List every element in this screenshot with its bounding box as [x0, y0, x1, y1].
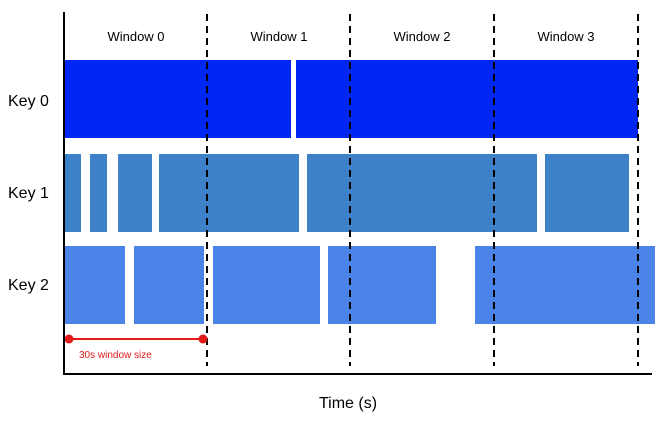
key-label-1: Key 1	[8, 185, 49, 202]
key-label-2: Key 2	[8, 277, 49, 294]
window-boundaries	[206, 14, 639, 366]
key-1-events	[64, 154, 629, 232]
key-2-event	[213, 246, 320, 324]
key-2-event	[134, 246, 204, 324]
window-size-start-dot	[64, 334, 74, 344]
window-size-end-dot	[198, 334, 208, 344]
key-0-event	[296, 60, 638, 138]
key-0-events	[64, 60, 638, 138]
x-axis-title: Time (s)	[319, 395, 377, 412]
key-1-event	[118, 154, 152, 232]
key-2-event	[64, 246, 125, 324]
key-1-event	[90, 154, 107, 232]
key-1-event	[307, 154, 537, 232]
window-label-3: Window 3	[537, 29, 594, 44]
window-size-indicator: 30s window size	[64, 334, 208, 361]
window-label-2: Window 2	[393, 29, 450, 44]
window-label-1: Window 1	[250, 29, 307, 44]
key-1-event	[545, 154, 629, 232]
key-1-event	[64, 154, 81, 232]
key-2-event	[328, 246, 436, 324]
key-2-event	[475, 246, 655, 324]
key-label-0: Key 0	[8, 93, 49, 110]
window-label-0: Window 0	[107, 29, 164, 44]
window-size-label: 30s window size	[79, 350, 152, 361]
key-0-event	[64, 60, 291, 138]
key-2-events	[64, 246, 655, 324]
key-1-event	[159, 154, 299, 232]
